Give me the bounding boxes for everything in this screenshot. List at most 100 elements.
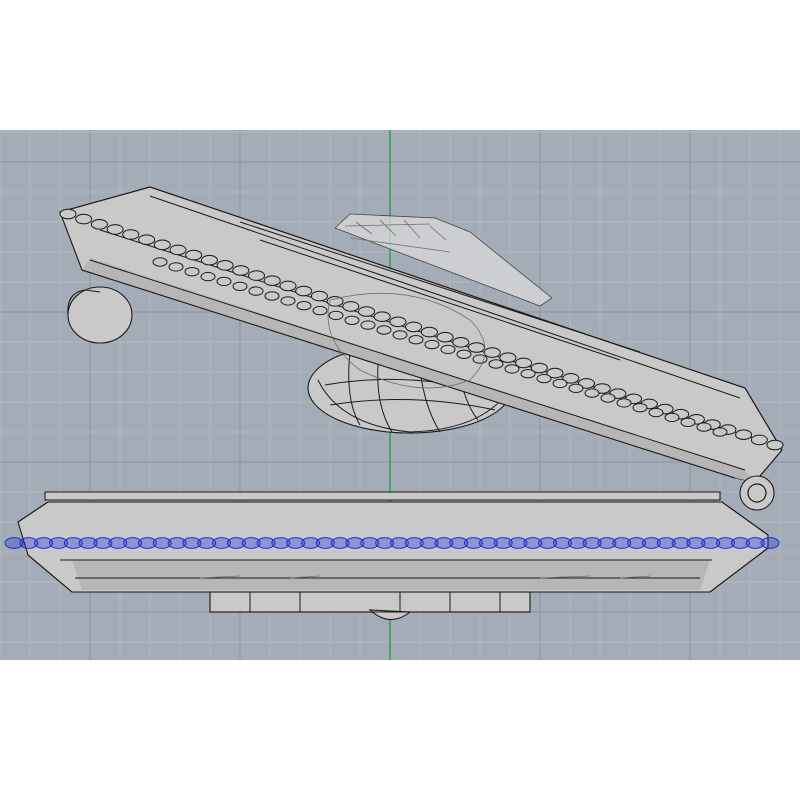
bead — [376, 325, 392, 335]
bead — [436, 331, 454, 343]
bead — [93, 537, 113, 549]
bead — [546, 367, 564, 379]
bead — [456, 349, 472, 359]
bead — [656, 537, 676, 549]
bead — [137, 537, 157, 549]
bead — [582, 537, 602, 549]
handle-knob[interactable] — [67, 286, 133, 344]
bead — [168, 262, 184, 272]
bead — [295, 285, 313, 297]
bead — [75, 213, 93, 225]
bead — [360, 320, 376, 330]
bead — [197, 537, 217, 549]
bead — [344, 315, 360, 325]
bead — [671, 537, 691, 549]
bead — [342, 301, 360, 312]
bead — [184, 267, 200, 277]
bead — [256, 537, 276, 549]
bead — [358, 306, 375, 317]
bead — [405, 321, 423, 333]
bead — [241, 537, 261, 549]
bead — [138, 234, 156, 245]
bead — [449, 537, 469, 549]
bead — [182, 537, 202, 549]
bead — [478, 537, 498, 549]
bead — [641, 537, 661, 549]
bead — [504, 364, 520, 374]
bead — [106, 224, 124, 235]
bead — [648, 407, 664, 418]
hinge-pin-icon[interactable] — [739, 475, 775, 511]
bead — [389, 316, 407, 328]
bead — [515, 357, 533, 369]
bead — [315, 537, 335, 549]
bead — [271, 537, 291, 549]
bead — [122, 229, 140, 240]
lid-bead-rail-inner — [152, 257, 728, 437]
bead — [553, 537, 572, 549]
bead — [600, 393, 616, 403]
bead — [578, 378, 595, 389]
bead — [169, 244, 187, 256]
bead — [696, 422, 712, 432]
bead — [419, 537, 439, 549]
bead — [78, 537, 98, 549]
bead — [493, 537, 513, 549]
bead — [392, 330, 408, 340]
bead — [424, 339, 440, 350]
rhino-viewport[interactable]: .mfill{fill:#c9c9c9;stroke:#1a1a1a;strok… — [0, 130, 800, 660]
bead — [680, 417, 696, 427]
bead — [552, 378, 568, 389]
bead — [280, 296, 296, 306]
bead — [472, 354, 488, 364]
bead — [701, 537, 721, 549]
bead — [488, 359, 504, 369]
bead — [59, 208, 77, 220]
bead — [248, 270, 265, 281]
bead — [108, 537, 128, 549]
viewport-canvas[interactable]: .mfill{fill:#c9c9c9;stroke:#1a1a1a;strok… — [0, 130, 800, 660]
bead — [567, 537, 587, 549]
bead — [263, 275, 281, 287]
bead — [499, 352, 517, 364]
bead — [226, 537, 246, 549]
bead — [232, 281, 248, 291]
lid-panel[interactable] — [59, 186, 784, 483]
bead — [264, 291, 280, 301]
bead — [523, 537, 543, 549]
bead — [34, 537, 54, 549]
lid-bead-rail — [59, 208, 784, 451]
bead — [750, 434, 768, 446]
bead — [90, 219, 108, 230]
bead — [508, 537, 528, 549]
bead — [627, 537, 647, 549]
bead — [212, 537, 231, 549]
bead — [452, 337, 470, 348]
selected-bead-rail[interactable] — [4, 537, 780, 549]
bead — [404, 537, 424, 549]
bead — [49, 537, 68, 549]
bead — [301, 537, 320, 549]
bead — [375, 537, 395, 549]
bead — [152, 257, 168, 267]
bead — [216, 276, 232, 287]
bead — [612, 537, 632, 549]
feet-row — [209, 591, 531, 621]
bead — [597, 537, 617, 549]
bead — [712, 427, 728, 437]
bead — [232, 265, 250, 276]
bead — [248, 286, 264, 296]
bead — [520, 369, 536, 379]
bead — [468, 342, 485, 353]
bead — [152, 537, 172, 549]
bead — [686, 537, 706, 549]
bead — [4, 537, 24, 549]
cassette-ghost — [334, 213, 553, 307]
bead — [312, 305, 328, 316]
bead — [760, 537, 780, 549]
bead — [330, 537, 350, 549]
bead — [310, 290, 328, 302]
bead — [766, 439, 784, 451]
bead — [730, 537, 750, 549]
bead — [530, 362, 548, 374]
